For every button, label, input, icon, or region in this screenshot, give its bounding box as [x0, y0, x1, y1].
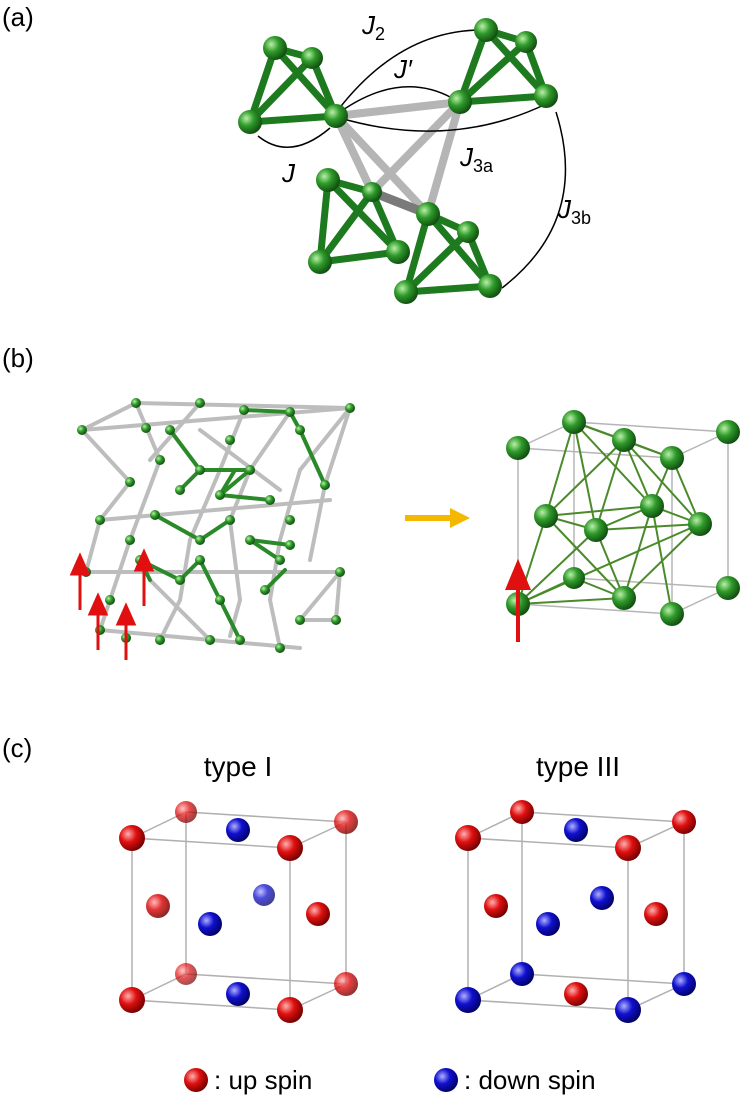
legend-up-spin-marker — [184, 1068, 208, 1092]
label-J: J — [281, 158, 296, 188]
type-I-cube — [119, 801, 358, 1023]
tetrahedron-lower-right — [402, 210, 494, 296]
type-I-spins — [119, 801, 358, 1023]
lattice-gray-bonds — [80, 401, 352, 650]
lattice-spin-arrows — [69, 548, 155, 660]
legend-down-spin-marker — [434, 1068, 458, 1092]
fcc-spin-arrow — [505, 558, 531, 642]
legend: : up spin : down spin — [184, 1065, 596, 1095]
legend-up-spin-label: : up spin — [214, 1065, 312, 1095]
panel-label-b: (b) — [2, 343, 34, 373]
panel-label-a: (a) — [2, 2, 34, 32]
lattice-atoms — [77, 398, 355, 653]
panel-a-structure: J J2 J′ J3a J3b — [238, 10, 591, 304]
panel-label-c: (c) — [2, 733, 33, 763]
exchange-arcs — [257, 29, 567, 289]
label-J3a: J3a — [459, 142, 494, 176]
atoms-panel-a — [238, 18, 558, 304]
fcc-atoms — [506, 410, 740, 626]
label-J3b: J3b — [557, 194, 591, 228]
label-Jprime: J′ — [393, 54, 413, 84]
transform-arrow — [405, 508, 470, 528]
label-J2: J2 — [361, 10, 385, 44]
legend-down-spin-label: : down spin — [464, 1065, 596, 1095]
panel-b-pyrochlore-lattice — [69, 398, 740, 660]
type-III-title: type III — [536, 751, 620, 782]
tetrahedron-upper-left — [246, 44, 340, 126]
type-III-cube — [455, 800, 696, 1023]
gray-bonds — [332, 98, 464, 218]
type-III-spins — [455, 800, 696, 1023]
type-I-title: type I — [204, 751, 272, 782]
